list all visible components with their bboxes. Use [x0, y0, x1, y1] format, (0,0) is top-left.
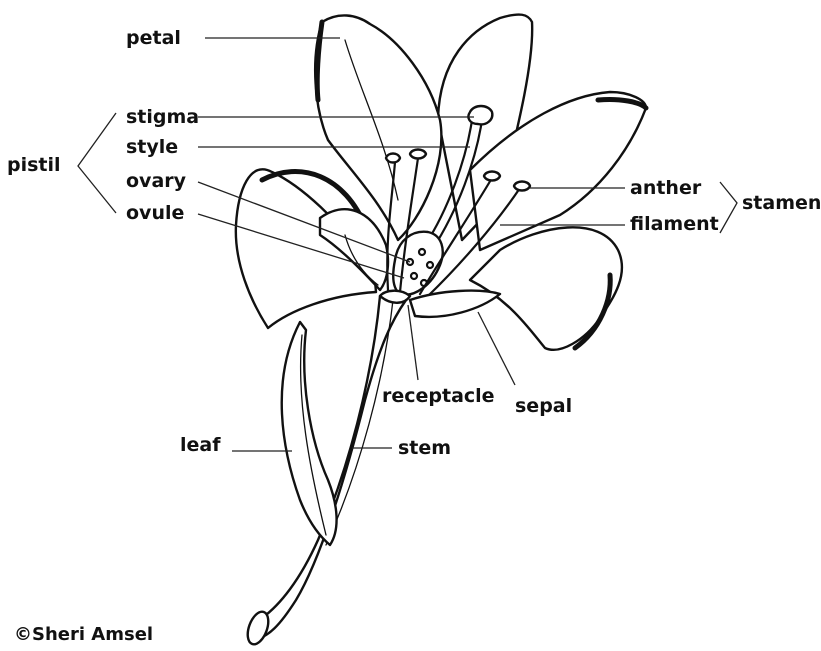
stamen-label: stamen [742, 194, 821, 213]
stigma-label: stigma [126, 108, 199, 127]
stem-label: stem [398, 439, 451, 458]
petal-label: petal [126, 29, 181, 48]
ovule-label: ovule [126, 204, 184, 223]
copyright-credit: ©Sheri Amsel [14, 626, 153, 644]
filament-label: filament [630, 215, 719, 234]
ovary-label: ovary [126, 172, 186, 191]
leaf-drawing [282, 322, 337, 545]
leaf-label: leaf [180, 436, 221, 455]
anther-label: anther [630, 179, 701, 198]
front-petal [315, 15, 441, 240]
style-label: style [126, 138, 178, 157]
sepal-label: sepal [515, 397, 572, 416]
left-petal [236, 169, 388, 328]
pistil-label: pistil [7, 156, 61, 175]
receptacle-label: receptacle [382, 387, 495, 406]
